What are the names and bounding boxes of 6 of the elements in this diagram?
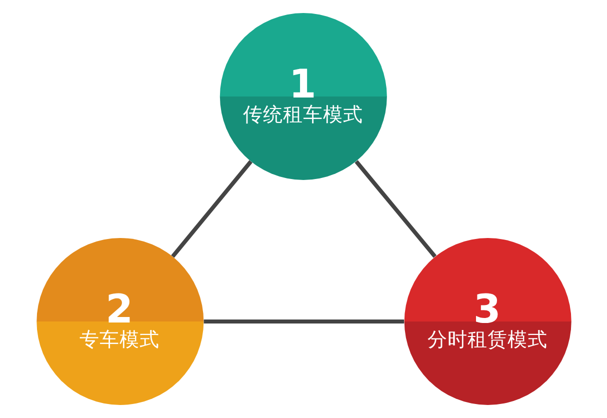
node-circle: 2 专车模式 — [36, 238, 204, 406]
connector — [354, 160, 436, 258]
connector — [203, 319, 404, 324]
connector — [170, 160, 252, 258]
node-circle: 3 分时租赁模式 — [404, 238, 571, 406]
node-circle: 1 传统租车模式 — [219, 12, 386, 180]
